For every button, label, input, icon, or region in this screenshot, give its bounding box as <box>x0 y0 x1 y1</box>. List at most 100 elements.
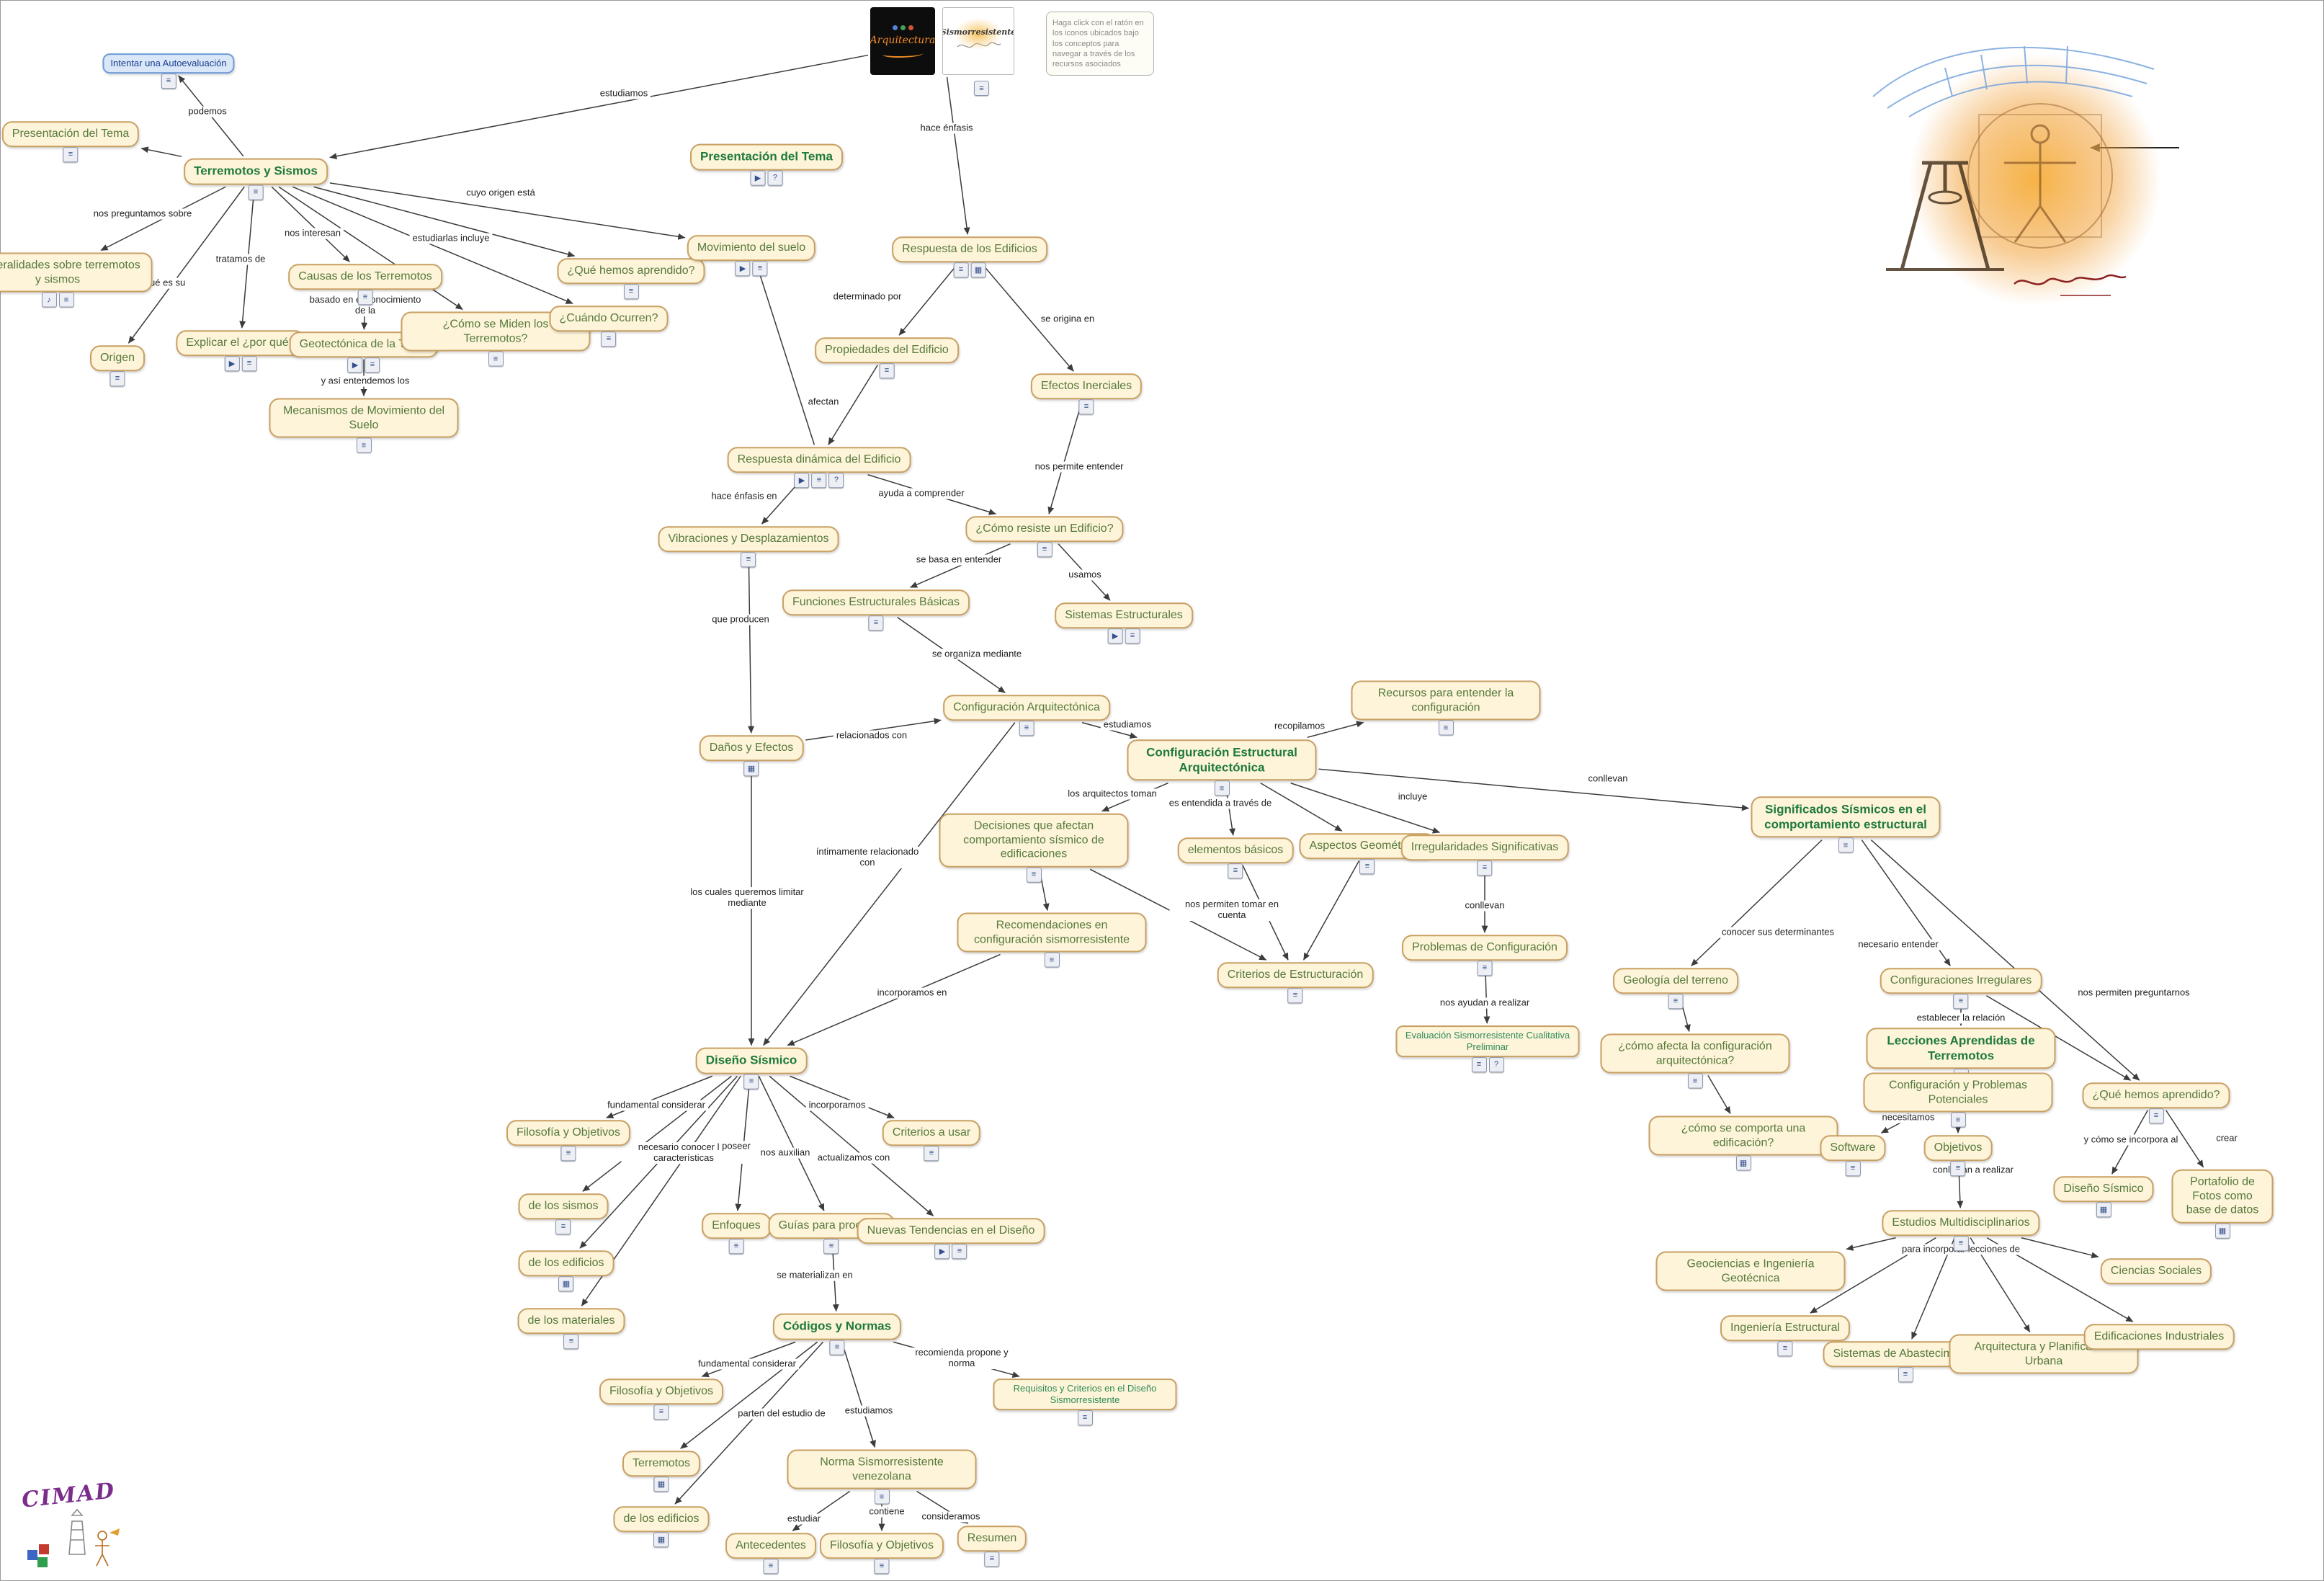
concept-de-los-edificios-1[interactable]: de los edificios▦ <box>518 1250 614 1291</box>
concept-como-resiste[interactable]: ¿Cómo resiste un Edificio?≡ <box>965 516 1124 557</box>
concept-de-los-materiales[interactable]: de los materiales≡ <box>517 1308 625 1349</box>
doc-icon[interactable]: ≡ <box>653 1404 669 1420</box>
concept-ingenieria-estructural[interactable]: Ingeniería Estructural≡ <box>1720 1315 1851 1356</box>
concept-config-estructural-arq[interactable]: Configuración Estructural Arquitectónica… <box>1127 739 1317 796</box>
doc-icon[interactable]: ≡ <box>161 73 176 89</box>
video-icon[interactable]: ▶ <box>347 357 363 373</box>
concept-nuevas-tendencias[interactable]: Nuevas Tendencias en el Diseño▶≡ <box>857 1218 1045 1259</box>
image-icon[interactable]: ▦ <box>1735 1155 1751 1171</box>
doc-icon[interactable]: ≡ <box>1078 398 1094 414</box>
question-icon[interactable]: ? <box>767 170 783 186</box>
doc-icon[interactable]: ≡ <box>1438 720 1454 736</box>
image-icon[interactable]: ▦ <box>653 1476 669 1492</box>
doc-icon[interactable]: ≡ <box>623 283 639 299</box>
doc-icon[interactable]: ≡ <box>1950 1112 1966 1128</box>
concept-filosofia-objetivos-2[interactable]: Filosofía y Objetivos≡ <box>599 1379 724 1420</box>
concept-de-los-edificios-2[interactable]: de los edificios▦ <box>613 1506 710 1547</box>
doc-icon[interactable]: ≡ <box>1668 993 1684 1009</box>
concept-recursos-entender[interactable]: Recursos para entender la configuración≡ <box>1351 680 1541 736</box>
concept-terremotos-sismos[interactable]: Terremotos y Sismos≡ <box>184 158 328 200</box>
doc-icon[interactable]: ≡ <box>1477 960 1493 976</box>
doc-icon[interactable]: ≡ <box>1287 987 1303 1003</box>
image-icon[interactable]: ▦ <box>743 760 759 776</box>
image-icon[interactable]: ▦ <box>653 1531 669 1547</box>
doc-icon[interactable]: ≡ <box>743 1074 759 1090</box>
concept-elementos-basicos[interactable]: elementos básicos≡ <box>1177 837 1294 878</box>
concept-geologia-terreno[interactable]: Geología del terreno≡ <box>1613 968 1738 1009</box>
concept-que-hemos-aprendido-1[interactable]: ¿Qué hemos aprendido?≡ <box>557 258 705 299</box>
doc-icon[interactable]: ≡ <box>741 551 756 567</box>
doc-icon[interactable]: ≡ <box>1687 1073 1703 1089</box>
image-icon[interactable]: ▦ <box>558 1275 574 1291</box>
doc-icon[interactable]: ≡ <box>356 437 372 453</box>
concept-enfoques[interactable]: Enfoques≡ <box>702 1213 771 1254</box>
doc-icon[interactable]: ≡ <box>874 1558 890 1574</box>
concept-software[interactable]: Software≡ <box>1820 1135 1886 1176</box>
concept-como-se-miden[interactable]: ¿Cómo se Miden los Terremotos?≡ <box>401 311 591 367</box>
concept-geociencias[interactable]: Geociencias e Ingeniería Geotécnica <box>1655 1251 1846 1291</box>
concept-diseno-sismico[interactable]: Diseño Sísmico≡ <box>695 1047 808 1090</box>
doc-icon[interactable]: ≡ <box>874 1489 890 1505</box>
video-icon[interactable]: ▶ <box>794 472 810 488</box>
doc-icon[interactable]: ≡ <box>560 1145 576 1161</box>
concept-propiedades-edificio[interactable]: Propiedades del Edificio≡ <box>815 337 959 378</box>
doc-icon[interactable]: ≡ <box>555 1219 571 1234</box>
concept-significados-sismicos[interactable]: Significados Sísmicos en el comportamien… <box>1751 796 1941 853</box>
doc-icon[interactable]: ≡ <box>811 472 827 488</box>
topic-images-group[interactable]: Arquitectura Sismorresistente <box>870 7 1014 75</box>
concept-decisiones[interactable]: Decisiones que afectan comportamiento sí… <box>939 813 1129 883</box>
video-icon[interactable]: ▶ <box>224 355 240 371</box>
doc-icon[interactable]: ≡ <box>1359 858 1375 874</box>
concept-como-se-comporta[interactable]: ¿cómo se comporta una edificación?▦ <box>1648 1115 1838 1171</box>
concept-respuesta-edificios[interactable]: Respuesta de los Edificios≡▦ <box>892 236 1047 277</box>
doc-icon[interactable]: ≡ <box>563 1333 579 1349</box>
concept-como-afecta[interactable]: ¿cómo afecta la configuración arquitectó… <box>1600 1033 1790 1089</box>
question-icon[interactable]: ? <box>828 472 844 488</box>
concept-que-hemos-aprendido-2[interactable]: ¿Qué hemos aprendido?≡ <box>2082 1082 2230 1123</box>
concept-evaluacion-sismorresistente[interactable]: Evaluación Sismorresistente Cualitativa … <box>1395 1025 1580 1072</box>
doc-icon[interactable]: ≡ <box>1477 860 1493 876</box>
concept-filosofia-objetivos-1[interactable]: Filosofía y Objetivos≡ <box>506 1120 631 1161</box>
doc-icon[interactable]: ≡ <box>1214 780 1230 796</box>
video-icon[interactable]: ▶ <box>934 1243 950 1259</box>
concept-antecedentes[interactable]: Antecedentes≡ <box>725 1533 816 1574</box>
image-icon[interactable]: ▦ <box>2096 1201 2111 1217</box>
concept-causas-terremotos[interactable]: Causas de los Terremotos≡ <box>288 264 442 305</box>
doc-icon[interactable]: ≡ <box>1037 541 1052 557</box>
video-icon[interactable]: ▶ <box>750 170 766 186</box>
doc-icon[interactable]: ≡ <box>1019 720 1034 736</box>
concept-edificaciones-industriales[interactable]: Edificaciones Industriales <box>2083 1324 2235 1350</box>
doc-icon[interactable]: ≡ <box>63 146 79 162</box>
concept-cuando-ocurren[interactable]: ¿Cuándo Ocurren?≡ <box>549 306 669 347</box>
sismorresistente-image[interactable]: Sismorresistente <box>942 7 1014 75</box>
concept-arquitectura-planificacion[interactable]: Arquitectura y Planificación Urbana <box>1949 1334 2139 1374</box>
doc-icon[interactable]: ≡ <box>365 357 380 373</box>
concept-irregularidades[interactable]: Irregularidades Significativas≡ <box>1400 834 1569 876</box>
concept-problemas-configuracion[interactable]: Problemas de Configuración≡ <box>1402 935 1568 976</box>
concept-config-problemas-potenciales[interactable]: Configuración y Problemas Potenciales≡ <box>1863 1072 2053 1128</box>
doc-icon[interactable]: ≡ <box>2148 1108 2164 1123</box>
arquitectura-image[interactable]: Arquitectura <box>870 7 935 75</box>
doc-icon[interactable]: ≡ <box>1950 1160 1966 1176</box>
doc-icon[interactable]: ≡ <box>1026 867 1042 883</box>
concept-configuracion-arquitectonica[interactable]: Configuración Arquitectónica≡ <box>943 695 1110 736</box>
concept-movimiento-suelo[interactable]: Movimiento del suelo▶≡ <box>687 235 816 276</box>
video-icon[interactable]: ▶ <box>735 260 751 276</box>
doc-icon[interactable]: ≡ <box>1228 863 1243 878</box>
concept-respuesta-dinamica[interactable]: Respuesta dinámica del Edificio▶≡? <box>727 447 911 488</box>
concept-norma-sismorresistente[interactable]: Norma Sismorresistente venezolana≡ <box>787 1449 977 1505</box>
concept-criterios-usar[interactable]: Criterios a usar≡ <box>882 1120 981 1161</box>
concept-diseno-sismico-2[interactable]: Diseño Sísmico▦ <box>2053 1176 2154 1217</box>
doc-icon[interactable]: ≡ <box>1125 628 1140 643</box>
concept-de-los-sismos[interactable]: de los sismos≡ <box>518 1193 609 1234</box>
image-icon[interactable]: ▦ <box>970 262 986 277</box>
doc-icon[interactable]: ≡ <box>1471 1056 1487 1072</box>
doc-icon[interactable]: ≡ <box>823 1238 839 1254</box>
concept-ciencias-sociales[interactable]: Ciencias Sociales <box>2100 1258 2212 1284</box>
doc-icon[interactable]: ≡ <box>924 1145 939 1161</box>
doc-icon[interactable]: ≡ <box>829 1340 845 1355</box>
video-icon[interactable]: ▶ <box>1107 628 1123 643</box>
doc-icon[interactable]: ≡ <box>752 260 768 276</box>
doc-icon[interactable]: ≡ <box>984 1551 1000 1567</box>
concept-efectos-inerciales[interactable]: Efectos Inerciales≡ <box>1030 373 1143 414</box>
